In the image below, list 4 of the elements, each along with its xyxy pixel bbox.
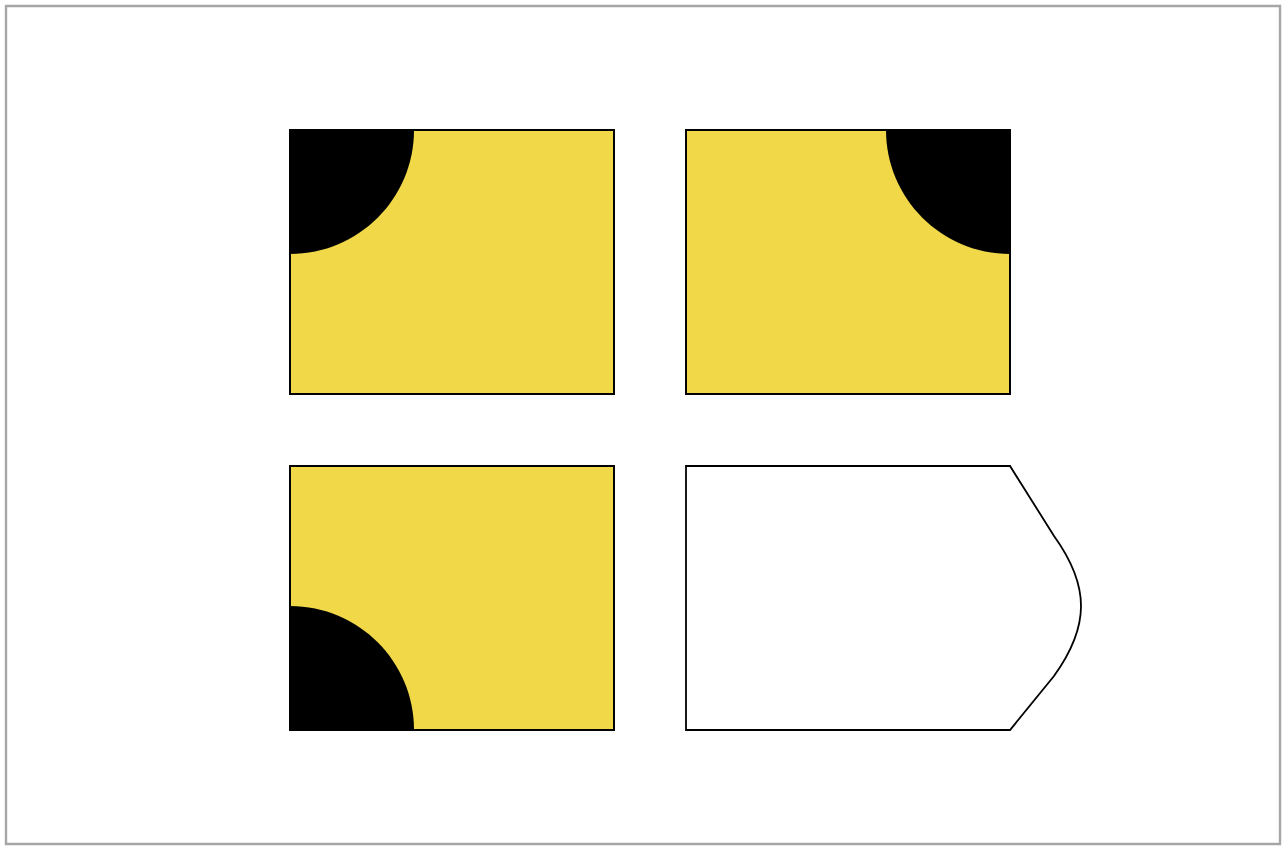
tile-drawing	[685, 129, 1011, 395]
tile-drawing	[289, 465, 615, 731]
pentagon-shape	[685, 465, 1082, 731]
tile-drawing	[289, 129, 615, 395]
